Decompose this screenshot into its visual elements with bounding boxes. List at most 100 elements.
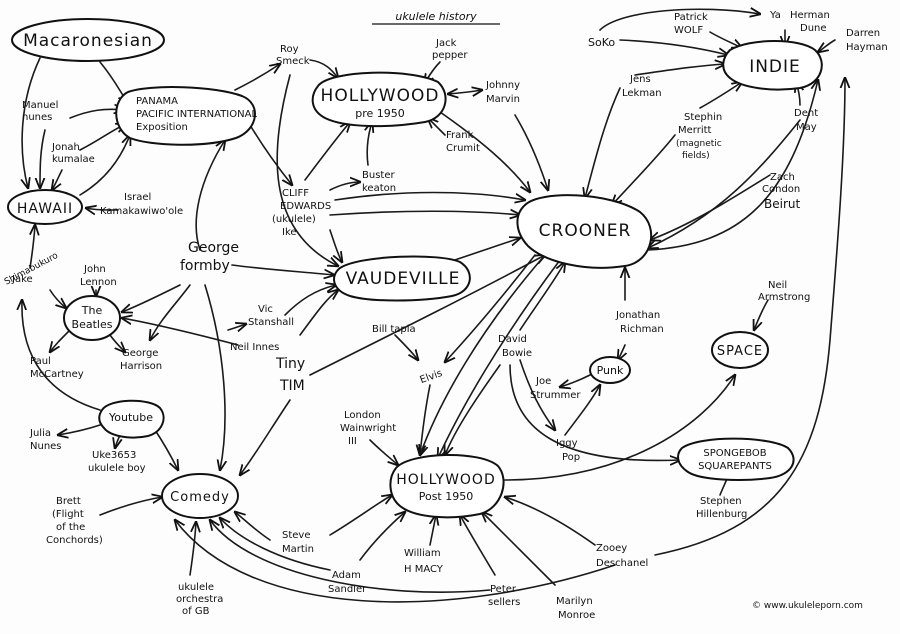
hub-punk[interactable]: Punk [589,356,631,384]
label-london-wainwright[interactable]: London Wainwright III [340,410,396,447]
svg-text:keaton: keaton [362,183,396,194]
svg-text:Tiny: Tiny [275,356,305,372]
hub-spongebob-squarepants[interactable]: SPONGEBOB SQUAREPANTS [677,437,795,481]
hub-the-beatles[interactable]: The Beatles [63,295,121,341]
svg-text:Uke3653: Uke3653 [92,450,136,461]
label-tiny-tim[interactable]: Tiny TIM [275,356,305,394]
label-bill-tapia[interactable]: Bill tapia [372,324,416,335]
edge-hawaii-panama [79,135,130,196]
hub-space[interactable]: SPACE [711,331,769,369]
label-iggy-pop[interactable]: Iggy Pop [556,438,580,463]
edge-vic-vaudeville [284,285,336,316]
svg-text:Julia: Julia [29,428,51,439]
svg-text:Frank: Frank [446,130,474,141]
label-william-h-macy[interactable]: William H MACY [404,548,444,575]
label-vic-stanshall[interactable]: Vic Stanshall [248,304,294,328]
label-uke3653[interactable]: Uke3653 ukulele boy [88,450,146,474]
edge-tiny-comedy [240,399,291,475]
hub-hawaii-label: HAWAII [17,201,73,217]
label-cliff-edwards[interactable]: CLIFF EDWARDS (ukulele) Ike [272,188,331,238]
hub-vaudeville[interactable]: VAUDEVILLE [333,255,471,302]
edge-roy-vaudeville [276,74,338,266]
label-brett-flight-of-the-conchords[interactable]: Brett (Flight of the Conchords) [46,496,103,546]
label-neil-armstrong[interactable]: Neil Armstrong [758,280,810,303]
label-ukulele-orchestra-gb[interactable]: ukulele orchestra of GB [176,582,223,617]
svg-text:Hayman: Hayman [846,42,888,53]
label-jack-pepper[interactable]: Jack pepper [432,38,468,61]
edge-peter-comedy [210,520,491,593]
edge-tiny-crooner [309,255,545,376]
svg-text:Armstrong: Armstrong [758,292,810,303]
edge-david-crooner [519,262,565,331]
hub-youtube[interactable]: Youtube [98,399,165,439]
svg-text:Condon: Condon [762,184,800,195]
label-david-bowie[interactable]: David Bowie [498,334,532,359]
label-dent-may[interactable]: Dent May [794,108,818,133]
label-elvis[interactable]: Elvis [419,368,444,386]
hub-indie[interactable]: INDIE [722,40,823,91]
svg-text:Peter: Peter [490,584,517,595]
label-joe-strummer[interactable]: Joe Strummer [530,376,581,401]
label-adam-sandler[interactable]: Adam Sandler [328,570,367,595]
label-israel-kamakawiwoole[interactable]: Israel Kamakawiwo'ole [100,192,183,217]
hub-hollywood-pre-label: HOLLYWOOD [321,86,440,106]
label-manuel-nunes[interactable]: Manuel nunes [22,100,58,123]
label-zooey-deschanel[interactable]: Zooey Deschanel [596,543,648,569]
label-jonah-kumalae[interactable]: Jonah kumalae [51,142,95,165]
label-marilyn-monroe[interactable]: Marilyn Monroe [556,596,595,621]
edge-neil-vaudeville [299,290,338,336]
label-buster-keaton[interactable]: Buster keaton [362,170,396,194]
label-herman-dune[interactable]: Ya Herman Dune [769,10,830,34]
hub-youtube-label: Youtube [108,411,153,424]
svg-text:Lennon: Lennon [80,277,117,288]
label-darren-hayman[interactable]: Darren Hayman [846,28,888,53]
label-frank-crumit[interactable]: Frank Crumit [446,130,480,154]
label-soko[interactable]: SoKo [588,36,615,49]
svg-text:Kamakawiwo'ole: Kamakawiwo'ole [100,206,183,217]
svg-text:Vic: Vic [258,304,273,315]
edge-adam-comedy [220,518,331,571]
hub-panama-exposition[interactable]: PANAMA PACIFIC INTERNATIONAL Exposition [115,86,257,146]
hub-crooner[interactable]: CROONER [516,194,653,269]
label-stephen-hillenburg[interactable]: Stephen Hillenburg [696,496,747,520]
label-peter-sellers[interactable]: Peter sellers [488,584,520,608]
hub-macaronesian[interactable]: Macaronesian [11,18,165,62]
label-julia-nunes[interactable]: Julia Nunes [29,428,62,452]
svg-text:Pop: Pop [562,452,580,463]
svg-text:David: David [498,334,527,345]
hub-hollywood-post-1950[interactable]: HOLLYWOOD Post 1950 [389,453,505,519]
hub-comedy[interactable]: Comedy [161,473,239,519]
svg-text:Merritt: Merritt [678,125,712,136]
edge-crooner-indie [647,80,818,251]
label-stephin-merritt[interactable]: Stephin Merritt (magnetic fields) [676,112,722,161]
svg-text:Harrison: Harrison [120,361,162,372]
hub-hollywood-pre-1950[interactable]: HOLLYWOOD pre 1950 [311,71,447,128]
label-john-lennon[interactable]: John Lennon [80,264,117,288]
edge-jake-hawaii [30,225,35,269]
svg-text:kumalae: kumalae [52,154,95,165]
label-roy-smeck[interactable]: Roy Smeck [276,44,310,67]
label-johnny-marvin[interactable]: Johnny Marvin [485,80,520,105]
edge-marilyn-hollywood-post [482,512,556,586]
label-george-harrison[interactable]: George Harrison [120,348,162,372]
edge-david-hollywood-post [445,364,501,455]
edge-neil-beatles [122,318,239,346]
hub-hawaii[interactable]: HAWAII [7,189,83,225]
edge-roy-hollywood-pre [309,59,338,78]
svg-text:Ya: Ya [769,10,781,21]
label-patrick-wolf[interactable]: Patrick WOLF [674,12,708,36]
label-neil-innes[interactable]: Neil Innes [230,342,279,353]
copyright-notice: © www.ukuleleporn.com [752,601,863,611]
label-paul-mccartney[interactable]: Paul McCartney [30,356,84,380]
label-jonathan-richman[interactable]: Jonathan Richman [615,310,664,335]
label-zach-condon-beirut[interactable]: Zach Condon Beirut [762,172,800,211]
svg-text:of GB: of GB [182,606,210,617]
edge-manuel-hawaii [40,129,46,188]
svg-text:III: III [348,436,357,447]
hub-panama-line-3: Exposition [136,122,188,133]
edge-zooey-comedy [175,520,616,603]
label-jens-lekman[interactable]: Jens Lekman [622,74,662,99]
label-george-formby[interactable]: George formby [180,240,239,274]
label-steve-martin[interactable]: Steve Martin [282,530,314,555]
